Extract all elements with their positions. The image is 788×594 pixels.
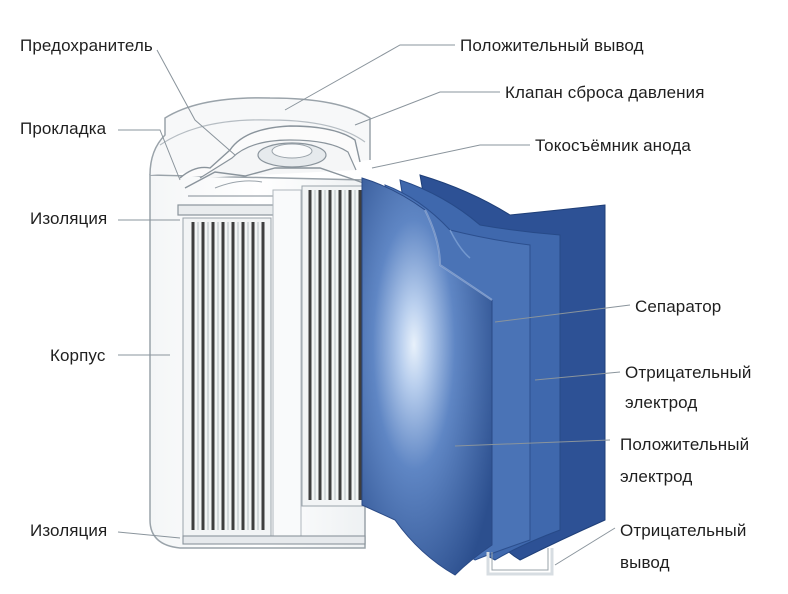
label-negative-electrode-2: электрод (625, 393, 698, 412)
unrolled-electrode-layers (361, 174, 606, 576)
label-insulation-top: Изоляция (30, 209, 108, 228)
label-positive-terminal: Положительный вывод (460, 36, 644, 55)
label-gasket: Прокладка (20, 119, 107, 138)
label-positive-electrode-1: Положительный (620, 435, 750, 454)
label-case: Корпус (50, 346, 106, 365)
label-positive-electrode-2: электрод (620, 467, 693, 486)
center-mandrel (272, 189, 302, 537)
bottom-insulator (182, 535, 366, 545)
label-negative-terminal-1: Отрицательный (620, 521, 747, 540)
label-insulation-bottom: Изоляция (30, 521, 108, 540)
label-anode-collector: Токосъёмник анода (535, 136, 691, 155)
label-negative-terminal-2: вывод (620, 553, 670, 572)
label-negative-electrode-1: Отрицательный (625, 363, 752, 382)
label-fuse: Предохранитель (20, 36, 153, 55)
electrode-roll-right (301, 185, 367, 507)
label-separator: Сепаратор (635, 297, 722, 316)
electrode-roll-left (182, 217, 272, 537)
top-cap (179, 125, 373, 197)
label-pressure-valve: Клапан сброса давления (505, 83, 705, 102)
leader-lines (117, 44, 631, 566)
